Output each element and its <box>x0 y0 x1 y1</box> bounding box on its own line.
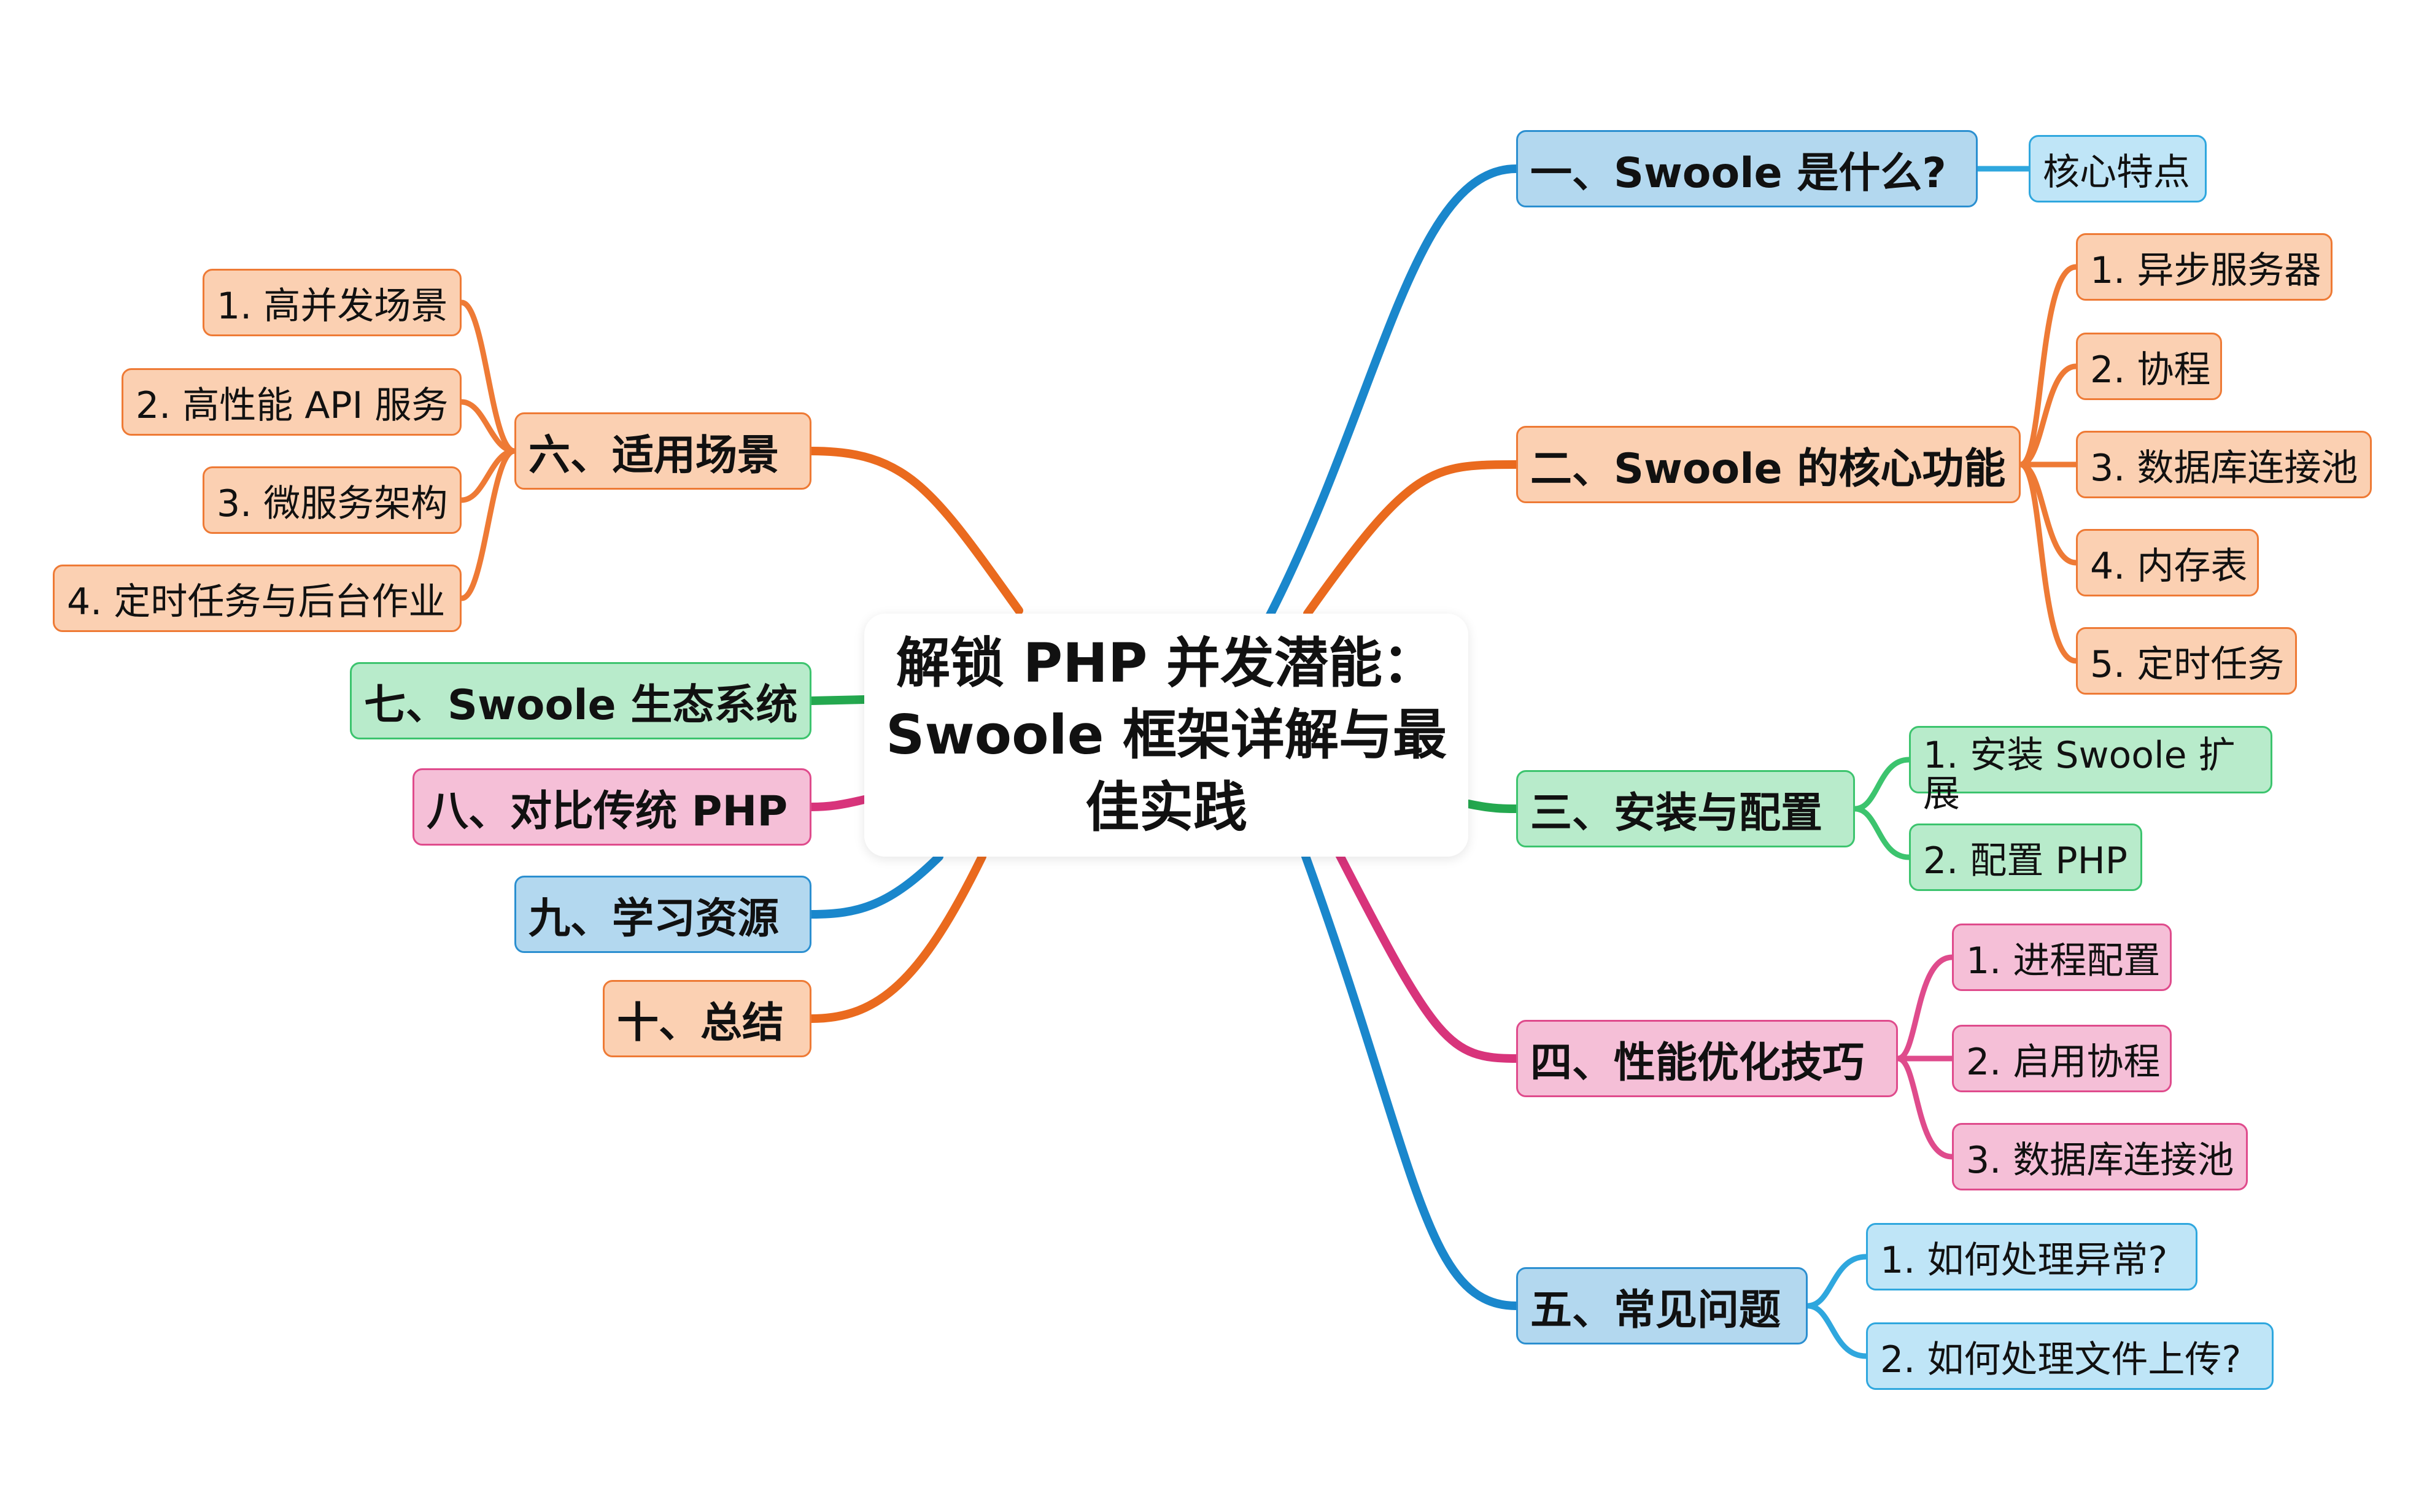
branch-link-8 <box>807 795 869 811</box>
leaf-process-config[interactable]: 1. 进程配置 <box>1952 924 2172 991</box>
central-topic[interactable]: 解锁 PHP 并发潜能：Swoole 框架详解与最佳实践 <box>864 614 1468 857</box>
branch-summary[interactable]: 十、总结 <box>603 980 811 1057</box>
leaf-handle-exception[interactable]: 1. 如何处理异常? <box>1866 1223 2197 1290</box>
branch-link-3 <box>1464 800 1520 813</box>
branch-link-5 <box>1300 849 1520 1310</box>
leaf-memory-table[interactable]: 4. 内存表 <box>2076 529 2259 596</box>
branch-link-10 <box>807 852 986 1023</box>
branch-what-is-swoole[interactable]: 一、Swoole 是什么? <box>1516 130 1978 207</box>
leaf-api-service[interactable]: 2. 高性能 API 服务 <box>122 368 462 436</box>
leaf-enable-coroutine[interactable]: 2. 启用协程 <box>1952 1025 2172 1092</box>
leaf-install-ext[interactable]: 1. 安装 Swoole 扩展 <box>1909 726 2272 814</box>
leaf-config-php[interactable]: 2. 配置 PHP <box>1909 824 2142 891</box>
leaf-db-pool-2[interactable]: 3. 数据库连接池 <box>1952 1123 2248 1190</box>
leaf-async-server[interactable]: 1. 异步服务器 <box>2076 233 2333 301</box>
branch-use-cases[interactable]: 六、适用场景 <box>514 412 811 490</box>
leaf-cron-jobs[interactable]: 4. 定时任务与后台作业 <box>53 565 462 632</box>
branch-vs-traditional[interactable]: 八、对比传统 PHP <box>412 768 811 846</box>
branch-learning-resources[interactable]: 九、学习资源 <box>514 876 811 953</box>
branch-ecosystem[interactable]: 七、Swoole 生态系统 <box>350 662 811 739</box>
leaf-core-features[interactable]: 核心特点 <box>2029 135 2207 202</box>
branch-faq[interactable]: 五、常见问题 <box>1516 1267 1808 1344</box>
leaf-db-pool[interactable]: 3. 数据库连接池 <box>2076 431 2372 498</box>
branch-link-2 <box>1303 460 1520 618</box>
branch-link-4 <box>1333 846 1520 1063</box>
branch-link-7 <box>807 695 869 705</box>
leaf-high-concurrency[interactable]: 1. 高并发场景 <box>203 269 462 336</box>
branch-link-1 <box>1263 164 1520 624</box>
branch-link-6 <box>807 447 1023 615</box>
branch-install-config[interactable]: 三、安装与配置 <box>1516 770 1855 847</box>
branch-core-functions[interactable]: 二、Swoole 的核心功能 <box>1516 426 2021 503</box>
leaf-coroutine[interactable]: 2. 协程 <box>2076 333 2222 400</box>
leaf-handle-upload[interactable]: 2. 如何处理文件上传? <box>1866 1322 2274 1390</box>
branch-link-9 <box>807 852 943 919</box>
branch-performance[interactable]: 四、性能优化技巧 <box>1516 1020 1898 1097</box>
leaf-timer[interactable]: 5. 定时任务 <box>2076 627 2297 695</box>
leaf-microservices[interactable]: 3. 微服务架构 <box>203 466 462 534</box>
